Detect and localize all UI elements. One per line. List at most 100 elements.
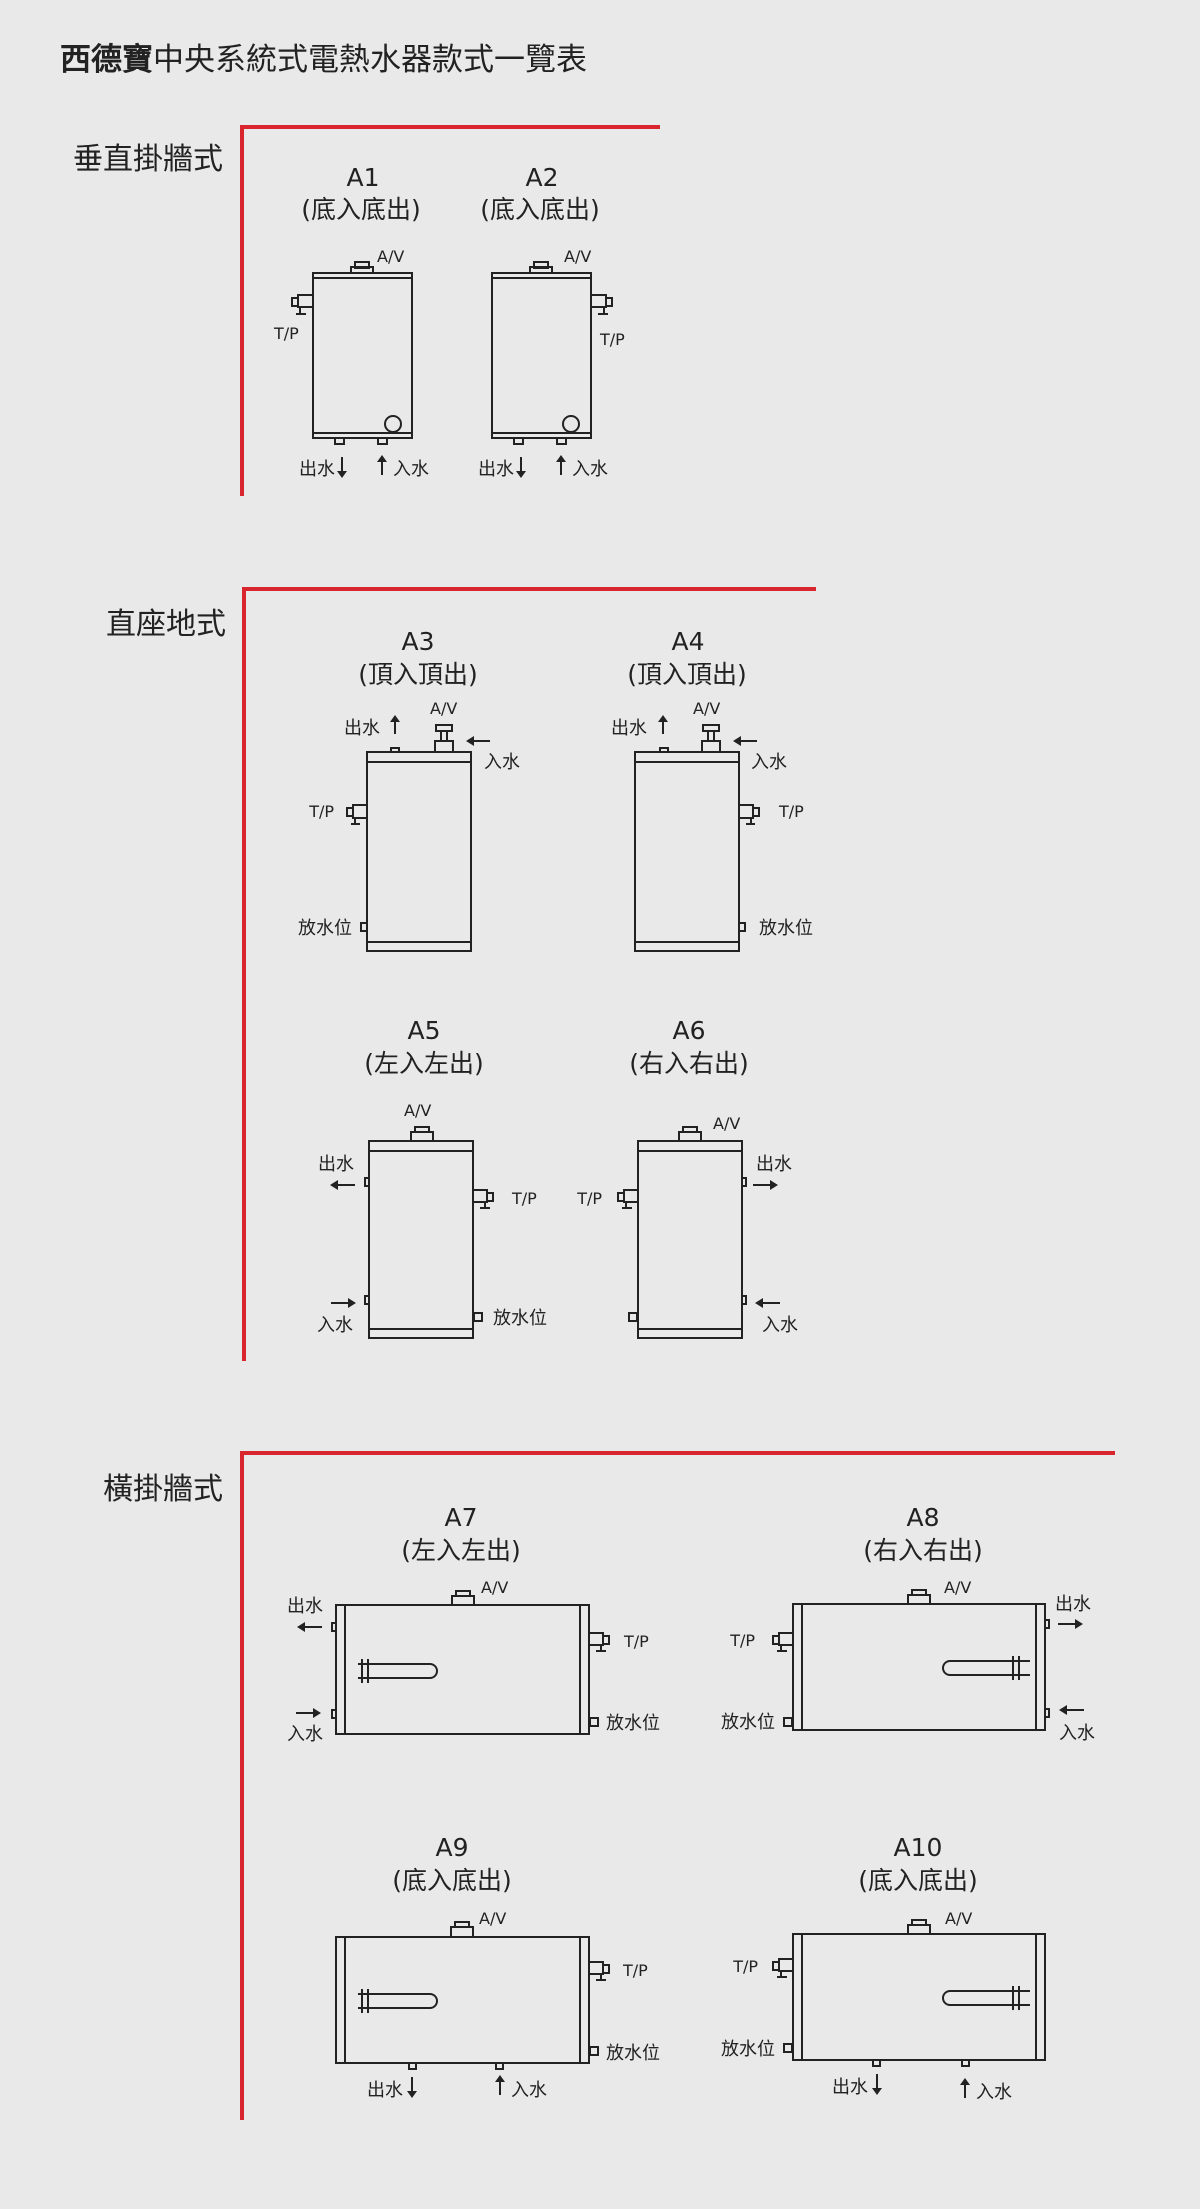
av-label: A/V [430, 699, 457, 718]
page-title: 西德寶中央系統式電熱水器款式一覽表 [60, 40, 587, 80]
drain-label: 放水位 [721, 1712, 775, 1733]
inlet-label: 入水 [1059, 1723, 1095, 1744]
drain-label: 放水位 [298, 918, 352, 939]
section-frame-floor-standing [242, 587, 816, 1361]
outlet-label: 出水 [832, 2077, 868, 2098]
outlet-label: 出水 [478, 459, 514, 480]
tank-body [335, 1604, 590, 1735]
av-valve [410, 1131, 434, 1142]
outlet-label: 出水 [299, 459, 335, 480]
av-valve [451, 1595, 475, 1606]
drain-label: 放水位 [606, 2043, 660, 2064]
av-label: A/V [945, 1909, 972, 1928]
outlet-label: 出水 [318, 1154, 354, 1175]
tank-body [792, 1603, 1046, 1731]
page-title-rest: 中央系統式電熱水器款式一覽表 [153, 42, 587, 78]
model-description: (右入右出) [863, 1536, 983, 1565]
av-valve [450, 1926, 474, 1938]
section-label-horizontal-wall: 橫掛牆式 [103, 1472, 223, 1507]
heating-element [358, 1663, 438, 1679]
av-label: A/V [404, 1101, 431, 1120]
tp-label: T/P [623, 1632, 649, 1651]
heater-a2: A2 (底入底出) A/V T/P 出水 入水 [478, 163, 625, 480]
tank-body [335, 1936, 590, 2064]
model-code: A6 [672, 1016, 705, 1045]
model-description: (頂入頂出) [627, 660, 747, 689]
drain-port [589, 1717, 599, 1727]
heating-element [942, 1660, 1030, 1676]
tp-label: T/P [576, 1189, 602, 1208]
model-description: (底入底出) [480, 195, 600, 224]
tp-valve [778, 1632, 794, 1646]
model-code: A10 [894, 1833, 943, 1862]
av-valve [678, 1131, 702, 1142]
tp-valve [588, 1961, 604, 1975]
av-label: A/V [564, 247, 591, 266]
av-valve [529, 266, 553, 274]
av-valve [350, 266, 374, 274]
tp-valve [472, 1189, 488, 1203]
tp-label: T/P [599, 330, 625, 349]
drain-port [783, 2043, 793, 2053]
model-code: A7 [444, 1503, 477, 1532]
tp-label: T/P [732, 1957, 758, 1976]
outlet-label: 出水 [367, 2080, 403, 2101]
model-code: A1 [346, 163, 379, 192]
model-description: (左入左出) [401, 1536, 521, 1565]
model-description: (底入底出) [301, 195, 421, 224]
drain-port [628, 1312, 638, 1322]
tank-body [368, 1140, 474, 1339]
av-label: A/V [377, 247, 404, 266]
inlet-label: 入水 [317, 1315, 353, 1336]
inlet-label: 入水 [751, 752, 787, 773]
heater-a7: A7 (左入左出) A/V 出水 入水 T/P 放水位 [287, 1503, 660, 1745]
drain-port [562, 415, 580, 433]
outlet-label: 出水 [756, 1154, 792, 1175]
heating-element [942, 1990, 1030, 2006]
model-description: (右入右出) [629, 1049, 749, 1078]
tp-label: T/P [273, 324, 299, 343]
tp-label: T/P [308, 802, 334, 821]
drain-port [738, 922, 746, 932]
model-code: A9 [435, 1833, 468, 1862]
drain-port [360, 922, 368, 932]
heater-a6: A6 (右入右出) A/V 出水 入水 T/P [576, 1016, 798, 1339]
model-description: (頂入頂出) [358, 660, 478, 689]
av-valve [907, 1594, 931, 1605]
heater-a5: A5 (左入左出) A/V 出水 入水 T/P 放水位 [317, 1016, 547, 1339]
av-label: A/V [693, 699, 720, 718]
tp-label: T/P [511, 1189, 537, 1208]
inlet-label: 入水 [393, 459, 429, 480]
section-label-floor-standing: 直座地式 [106, 607, 226, 642]
outlet-label: 出水 [611, 718, 647, 739]
tank-body [366, 751, 472, 952]
drain-label: 放水位 [493, 1308, 547, 1329]
model-description: (底入底出) [392, 1866, 512, 1895]
section-frame-horizontal-wall [240, 1451, 1115, 2120]
inlet-label: 入水 [511, 2080, 547, 2101]
inlet-label: 入水 [484, 752, 520, 773]
tp-label: T/P [729, 1631, 755, 1650]
tp-label: T/P [778, 802, 804, 821]
inlet-label: 入水 [976, 2082, 1012, 2103]
inlet-label: 入水 [287, 1724, 323, 1745]
av-label: A/V [713, 1114, 740, 1133]
model-code: A8 [906, 1503, 939, 1532]
model-code: A5 [407, 1016, 440, 1045]
model-code: A4 [671, 627, 704, 656]
tp-valve [352, 804, 368, 819]
section-frame-vertical-wall [240, 125, 660, 496]
av-valve [907, 1924, 931, 1935]
drain-port [783, 1717, 793, 1727]
tp-label: T/P [622, 1961, 648, 1980]
av-label: A/V [479, 1909, 506, 1928]
tp-valve [297, 294, 314, 308]
heater-a10: A10 (底入底出) A/V T/P 放水位 出水 入水 [721, 1833, 1046, 2103]
model-description: (左入左出) [364, 1049, 484, 1078]
heating-element [358, 1993, 438, 2009]
tank-body [792, 1933, 1046, 2061]
tank-body [491, 272, 592, 439]
model-description: (底入底出) [858, 1866, 978, 1895]
outlet-label: 出水 [344, 718, 380, 739]
